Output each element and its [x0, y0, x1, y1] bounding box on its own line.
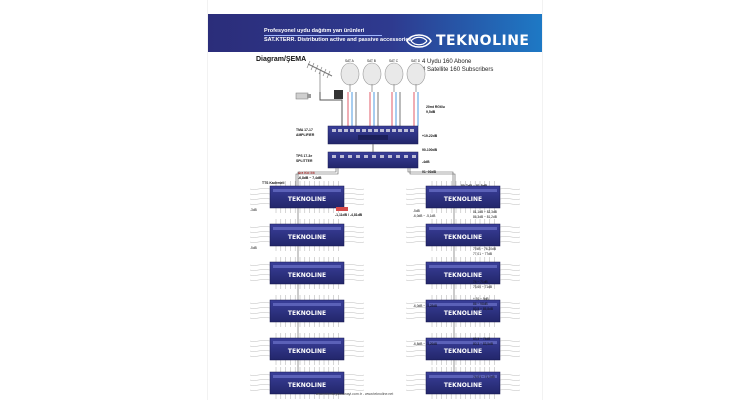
- cascade-label: TTS Kademeli: [262, 181, 284, 185]
- multiswitch-unit: TEKNOLINE: [249, 333, 365, 365]
- page-title: Diagram/ŞEMA: [256, 56, 307, 63]
- left-level-label: -5dB: [250, 246, 257, 250]
- terrestrial-antenna-icon: [306, 60, 333, 92]
- amplifier-gain: +19-22dB: [422, 134, 438, 138]
- splitter-type: SPLITTER: [296, 159, 313, 163]
- multiswitch-brand: TEKNOLINE: [444, 196, 482, 203]
- multiswitch-brand: TEKNOLINE: [288, 382, 326, 389]
- right-level-label: 77dB ~ 76,20dB: [473, 247, 496, 251]
- multiswitch-brand: TEKNOLINE: [444, 310, 482, 317]
- header-band: Profesyonel uydu dağıtım yan ürünleri SA…: [208, 14, 542, 52]
- subscriber-note-en: 4 Satellite 160 Subscribers: [422, 67, 494, 73]
- right-level-label: 74 ~ 71dB: [473, 280, 488, 284]
- right-level-label: 86,3dB ~ 81,2dB: [473, 215, 497, 219]
- multiswitch-brand: TEKNOLINE: [444, 348, 482, 355]
- amplifier-output: 90-100dB: [422, 148, 438, 152]
- multiswitch-brand: TEKNOLINE: [444, 382, 482, 389]
- distribution-diagram: SAT A SAT B SAT C SAT D 20mt RG6/u: [249, 59, 521, 399]
- trunk-lines: [295, 168, 456, 186]
- multiswitch-brand: TEKNOLINE: [288, 272, 326, 279]
- sat-label: SAT C: [389, 59, 399, 63]
- right-extra-level: 83,5 ~ 85,8dB: [473, 307, 493, 311]
- splitter-loss: -4dB: [422, 160, 430, 164]
- teknoline-logo-icon: [406, 34, 432, 48]
- multiswitch-unit: TEKNOLINE: [249, 367, 365, 399]
- cable-length-label: 20mt RG6/u: [426, 105, 445, 109]
- left-level-label: -3dB: [250, 208, 257, 212]
- brand-logo: TEKNOLINE: [406, 32, 530, 50]
- multiswitch-unit: TEKNOLINE: [249, 295, 365, 327]
- cable-note: Ara Kbl 5/6: [298, 171, 315, 175]
- multiswitch-brand: TEKNOLINE: [288, 234, 326, 241]
- right-extra-level: 83,3 ~ 74dB: [473, 337, 490, 341]
- splitter-unit: [327, 151, 419, 169]
- multiswitch-unit: TEKNOLINE: [405, 219, 521, 251]
- header-divider: [264, 35, 382, 36]
- splitter-left-level: -6,8dB ~ 7,4dB: [298, 176, 322, 180]
- right-extra-level: + 91 ~ 9dB: [473, 297, 489, 301]
- multiswitch-unit: TEKNOLINE: [249, 257, 365, 289]
- subscriber-note-tr: 4 Uydu 160 Abone: [422, 59, 472, 65]
- multiswitch-brand: TEKNOLINE: [444, 234, 482, 241]
- power-supply-icon: [334, 90, 343, 99]
- multiswitch-unit: TEKNOLINE: [405, 367, 521, 399]
- satellite-dish-icon: [384, 62, 404, 92]
- header-line-2: SAT.KTERR. Distribution active and passi…: [264, 37, 412, 43]
- datasheet-page: Profesyonel uydu dağıtım yan ürünleri SA…: [208, 0, 542, 400]
- multiswitch-brand: TEKNOLINE: [288, 348, 326, 355]
- right-level-label: -6,8dB ~ -1,26dB: [413, 342, 437, 346]
- right-level-label: 74,01 ~ 71,3dB: [473, 375, 495, 379]
- sat-label: SAT A: [345, 59, 355, 63]
- satellite-dish-icon: [340, 62, 360, 92]
- splitter-name: TPS 17-3e: [296, 154, 312, 158]
- right-level-label: 81,1dB ~ 82,3dB: [473, 210, 497, 214]
- multiswitch-unit: TEKNOLINE: [405, 333, 521, 365]
- multiswitch-unit: TEKNOLINE: [405, 257, 521, 289]
- branch-level-label: -1,11dB / -4,81dB: [335, 213, 363, 217]
- footer-urls: www.teknikuydusanayi.com.tr - www.teknol…: [316, 392, 394, 396]
- right-level-label: 73,60 ~ 71dB: [473, 285, 492, 289]
- amplifier-unit: [327, 125, 419, 145]
- right-extra-level: 86 ~ 98dB: [473, 302, 488, 306]
- right-level-label: -6,0dB ~ -1,28dB: [413, 304, 437, 308]
- multiswitch-unit: TEKNOLINE: [249, 219, 365, 251]
- branch-tap-icon: [336, 207, 348, 211]
- right-level-label: -5dB: [413, 209, 420, 213]
- multiswitch-brand: TEKNOLINE: [444, 272, 482, 279]
- satellite-dish-icon: [406, 62, 426, 92]
- multiswitch-unit: TEKNOLINE: [249, 181, 365, 213]
- multiswitch-brand: TEKNOLINE: [288, 196, 326, 203]
- amplifier-type: AMPLIFIER: [296, 133, 315, 137]
- satellite-dish-icon: [362, 62, 382, 92]
- amplifier-name: TMA 17-17: [296, 128, 313, 132]
- left-multiswitch-cascade: TEKNOLINE TEKNOLINE TEKNOLINE TEKNOLINE TEKN…: [249, 181, 365, 399]
- right-level-label: -6,0dB ~ -5,1dB: [413, 214, 435, 218]
- subscriber-note: 4 Uydu 160 Abone 4 Satellite 160 Subscri…: [422, 58, 493, 74]
- header-line-1: Profesyonel uydu dağıtım yan ürünleri: [264, 28, 365, 34]
- feed-cables: [319, 92, 419, 126]
- right-multiswitch-cascade: TEKNOLINE TEKNOLINE TEKNOLINE TEKNOLINE TEKN…: [405, 181, 521, 399]
- right-level-label: 77,01 ~ 77dB: [473, 252, 492, 256]
- sat-label: SAT D: [411, 59, 421, 63]
- brand-name: TEKNOLINE: [436, 33, 530, 49]
- cable-loss-label: 9,5dB: [426, 110, 436, 114]
- multiswitch-brand: TEKNOLINE: [288, 310, 326, 317]
- multiswitch-unit: TEKNOLINE: [405, 181, 521, 213]
- right-extra-level: 80,3 ~ 83,5dB: [473, 342, 493, 346]
- camera-icon: [295, 92, 311, 100]
- sat-label: SAT B: [367, 59, 376, 63]
- multiswitch-unit: TEKNOLINE: [405, 295, 521, 327]
